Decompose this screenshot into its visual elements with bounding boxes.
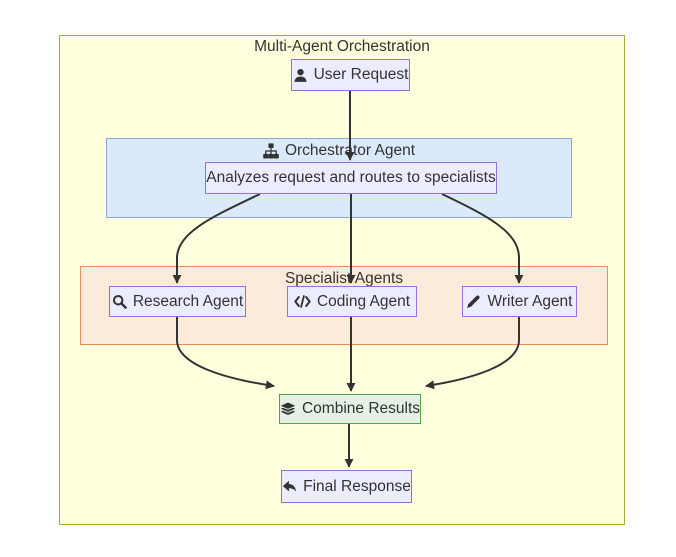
node-label: Final Response: [303, 477, 411, 495]
layers-icon: [280, 402, 296, 416]
node-label: Combine Results: [301, 400, 421, 417]
subgraph-label-text: Orchestrator Agent: [284, 142, 416, 159]
node-analyzes-request: Analyzes request and routes to specialis…: [205, 162, 497, 194]
node-label: Coding Agent: [316, 292, 411, 310]
node-final-response: Final Response: [281, 470, 412, 503]
subgraph-label-text: Specialist Agents: [284, 270, 404, 287]
reply-icon: [282, 479, 297, 494]
subgraph-orchestrator-label: Orchestrator Agent: [107, 139, 571, 160]
code-icon: [294, 295, 311, 308]
node-combine-results: Combine Results: [279, 394, 421, 424]
pen-icon: [466, 294, 481, 309]
node-label: Research Agent: [132, 292, 244, 310]
node-writer-agent: Writer Agent: [462, 286, 577, 317]
sitemap-icon: [263, 143, 279, 159]
subgraph-specialists-label: Specialist Agents: [81, 267, 607, 288]
node-label: User Request: [313, 66, 409, 83]
diagram-title: Multi-Agent Orchestration: [254, 38, 430, 55]
node-coding-agent: Coding Agent: [287, 286, 417, 317]
node-label: Writer Agent: [487, 292, 573, 310]
node-user-request: User Request: [291, 59, 410, 91]
node-research-agent: Research Agent: [109, 286, 246, 317]
search-icon: [112, 294, 127, 309]
user-icon: [293, 68, 308, 83]
node-label: Analyzes request and routes to specialis…: [206, 169, 496, 186]
